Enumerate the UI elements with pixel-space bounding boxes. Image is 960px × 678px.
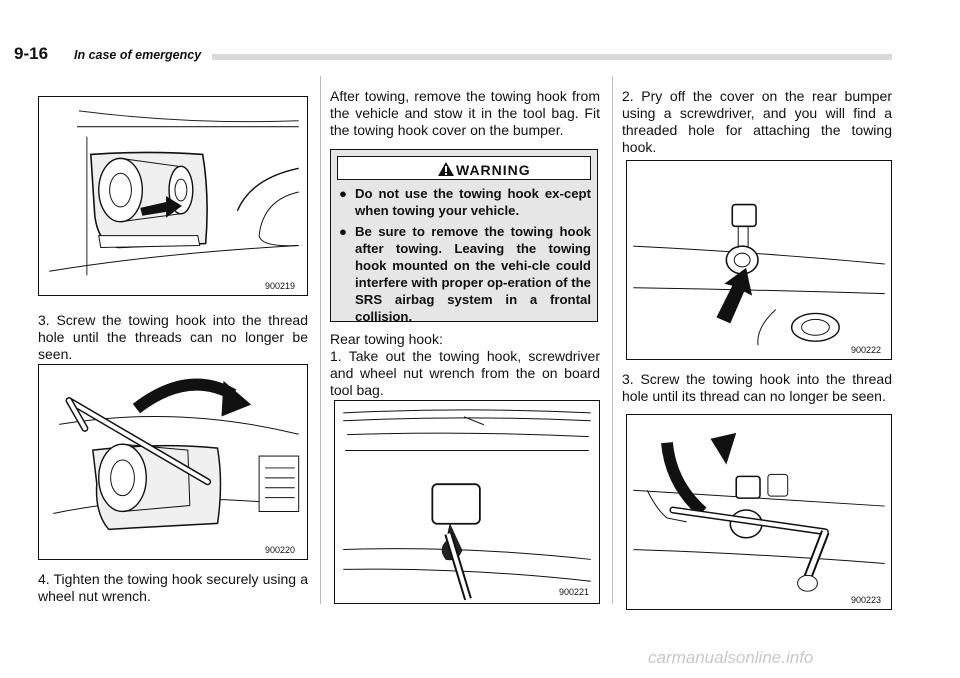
step-1-text: 1. Take out the towing hook, screwdriver… xyxy=(330,348,600,398)
section-title: In case of emergency xyxy=(74,48,202,62)
bullet-icon: ● xyxy=(339,186,347,201)
figure-900221: 900221 xyxy=(334,400,600,604)
bullet-icon: ● xyxy=(339,224,347,239)
figure-number: 900219 xyxy=(265,281,296,291)
warning-item-text: Do not use the towing hook ex-cept when … xyxy=(355,186,591,218)
front-hook-hole-illustration xyxy=(49,110,299,276)
figure-number: 900221 xyxy=(559,587,590,597)
step-3-front-text: 3. Screw the towing hook into the thread… xyxy=(38,312,308,362)
step-4-text: 4. Tighten the towing hook securely usin… xyxy=(38,571,308,604)
figure-number: 900223 xyxy=(851,595,882,605)
page-number: 9-16 xyxy=(14,44,49,63)
screwdriver-cover-illustration xyxy=(343,409,591,601)
figure-number: 900220 xyxy=(265,545,296,555)
warning-triangle-icon xyxy=(438,162,454,176)
warning-header: WARNING xyxy=(337,156,591,180)
warning-box: WARNING ● Do not use the towing hook ex-… xyxy=(330,149,598,325)
header-rule xyxy=(212,54,892,60)
watermark: carmanualsonline.info xyxy=(648,648,814,667)
step-2-text: 2. Pry off the cover on the rear bumper … xyxy=(622,88,892,155)
figure-number: 900222 xyxy=(851,345,882,355)
threaded-hole-illustration xyxy=(633,203,885,346)
figure-900220: 900220 xyxy=(38,364,308,560)
rear-towing-hook-heading: Rear towing hook: xyxy=(330,331,443,347)
wrench-tighten-illustration xyxy=(53,378,300,531)
warning-item: ● Be sure to remove the towing hook afte… xyxy=(339,223,591,325)
figure-900223: 900223 xyxy=(626,414,892,610)
rear-wrench-illustration xyxy=(633,432,885,592)
warning-item: ● Do not use the towing hook ex-cept whe… xyxy=(339,185,591,219)
warning-title: WARNING xyxy=(456,162,531,178)
column-separator xyxy=(612,76,613,604)
step-3-rear-text: 3. Screw the towing hook into the thread… xyxy=(622,371,892,404)
column-separator xyxy=(320,76,321,604)
figure-900222: 900222 xyxy=(626,160,892,360)
figure-900219: 900219 xyxy=(38,96,308,296)
after-towing-text: After towing, remove the towing hook fro… xyxy=(330,88,600,138)
warning-item-text: Be sure to remove the towing hook after … xyxy=(355,224,591,324)
